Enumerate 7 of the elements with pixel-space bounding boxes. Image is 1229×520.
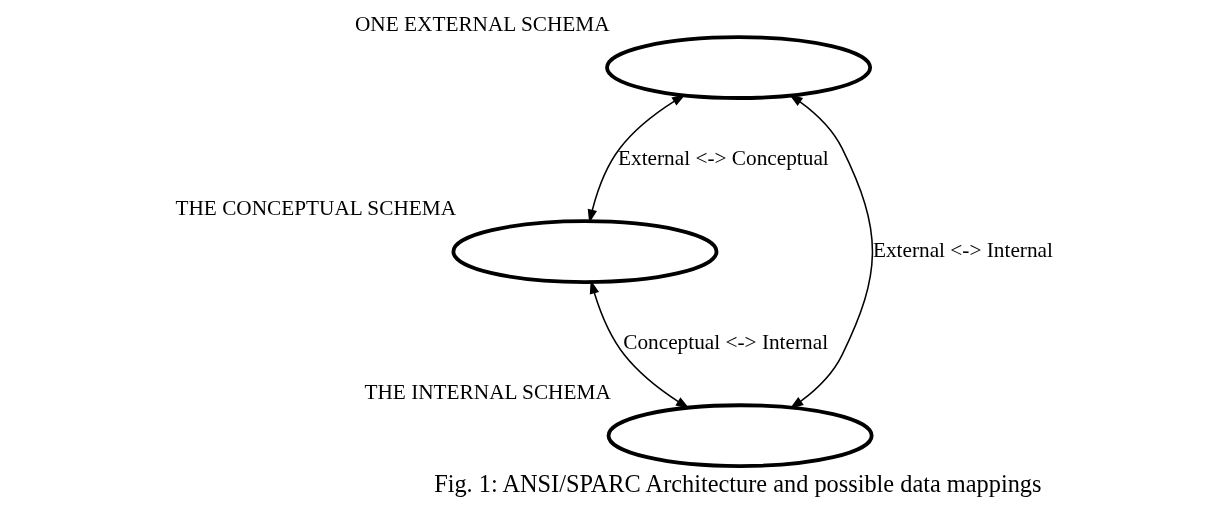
edge-label: Conceptual <-> Internal (622, 330, 828, 355)
node-label: THE CONCEPTUAL SCHEMA (174, 196, 456, 221)
edge-label: External <-> Conceptual (617, 146, 829, 171)
node-label: ONE EXTERNAL SCHEMA (354, 12, 610, 37)
edge-label: External <-> Internal (872, 238, 1053, 263)
node-label: THE INTERNAL SCHEMA (363, 380, 611, 405)
caption: Fig. 1: ANSI/SPARC Architecture and possible data mappings (433, 469, 1041, 497)
